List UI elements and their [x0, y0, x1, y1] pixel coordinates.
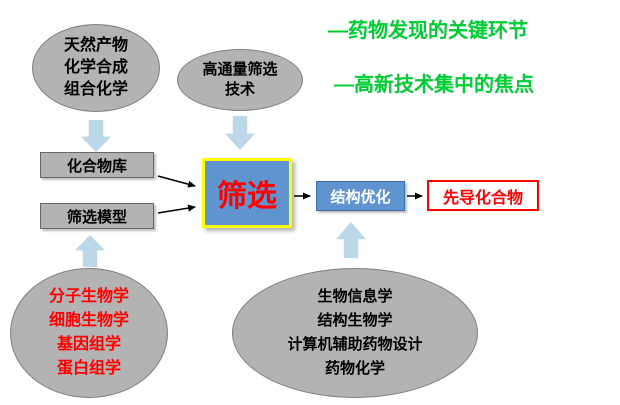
up-arrow-informatics-to-optimization — [336, 222, 366, 258]
down-arrow-hts-to-screening — [225, 116, 255, 150]
ellipse-line: 计算机辅助药物设计 — [287, 336, 423, 353]
ellipse-compound-sources: 天然产物 化学合成 组合化学 — [32, 24, 160, 112]
ellipse-line: 组合化学 — [63, 81, 128, 98]
ellipse-line: 药物化学 — [324, 360, 385, 377]
box-screening-model: 筛选模型 — [40, 203, 154, 229]
ellipse-line: 技术 — [224, 81, 255, 98]
ellipse-line: 基因组学 — [56, 336, 121, 353]
ellipse-line: 生物信息学 — [317, 288, 393, 305]
ellipse-biology-disciplines: 分子生物学 细胞生物学 基因组学 蛋白组学 — [10, 268, 168, 398]
box-compound-library: 化合物库 — [40, 152, 154, 178]
ellipse-hts-technology: 高通量筛选 技术 — [177, 49, 303, 111]
ellipse-line: 化学合成 — [63, 59, 128, 76]
headline-key-step: —药物发现的关键环节 — [328, 20, 528, 42]
up-arrow-biology-to-model — [75, 235, 105, 267]
ellipse-line: 高通量筛选 — [202, 61, 278, 78]
box-structure-optimization: 结构优化 — [316, 181, 405, 211]
headline-hightech-focus: —高新技术集中的焦点 — [334, 74, 534, 96]
box-lead-compound: 先导化合物 — [427, 180, 539, 211]
ellipse-line: 结构生物学 — [317, 312, 393, 329]
ellipse-line: 分子生物学 — [48, 288, 129, 305]
ellipse-line: 天然产物 — [63, 37, 128, 54]
ellipse-informatics-disciplines: 生物信息学 结构生物学 计算机辅助药物设计 药物化学 — [232, 268, 478, 398]
ellipse-line: 细胞生物学 — [48, 312, 129, 329]
ellipse-line: 蛋白组学 — [56, 360, 121, 377]
box-screening: 筛选 — [202, 158, 292, 228]
down-arrow-sources-to-library — [81, 120, 111, 152]
